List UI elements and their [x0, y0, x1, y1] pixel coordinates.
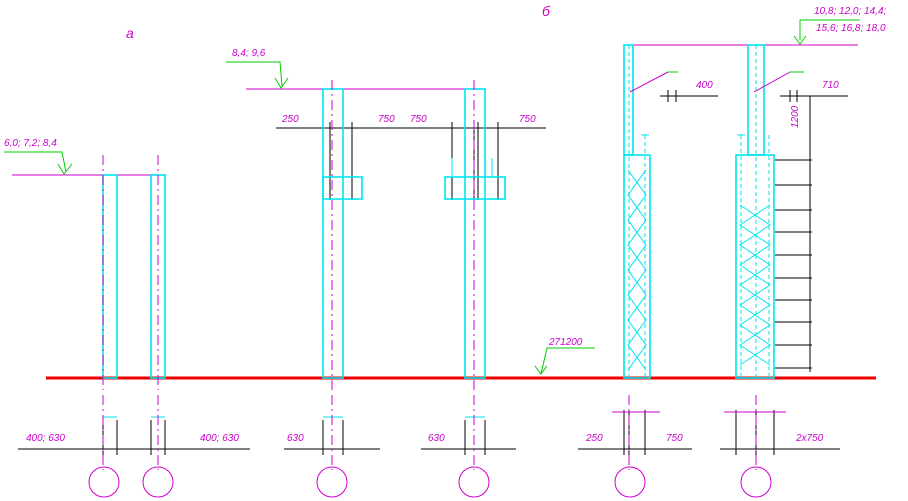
- foot-400-630-left: 400; 630: [26, 433, 65, 444]
- column-a1: [102, 155, 118, 390]
- dim-250-top: 250: [281, 114, 299, 125]
- column-b1: [623, 44, 669, 379]
- dim-750-c: 750: [519, 114, 536, 125]
- foot-630-b: 630: [428, 433, 445, 444]
- column-mid-2: [444, 80, 506, 390]
- level-b-line2: 15,6; 16,8; 18,0: [816, 23, 886, 34]
- ground-level-marker: 271200: [534, 337, 595, 375]
- dim-b1-top: 400: [660, 71, 718, 102]
- footing-dims-a: 400; 630 400; 630: [18, 395, 250, 498]
- dim-400-top: 400: [696, 80, 713, 91]
- foot-400-630-right: 400; 630: [200, 433, 239, 444]
- column-mid-1: [322, 80, 363, 390]
- footing-dims-b: 250 750 2х750: [578, 395, 840, 498]
- level-b-line1: 10,8; 12,0; 14,4;: [814, 6, 887, 17]
- dim-750-a: 750: [378, 114, 395, 125]
- level-marker-mid: 8,4; 9,6: [226, 48, 289, 89]
- dim-710: 710: [822, 80, 839, 91]
- level-marker-b: 10,8; 12,0; 14,4; 15,6; 16,8; 18,0: [793, 6, 887, 45]
- dim-750-b: 750: [410, 114, 427, 125]
- foot-630-a: 630: [287, 433, 304, 444]
- dim-b2-side: 710 1200: [775, 71, 848, 372]
- dim-1200: 1200: [790, 105, 801, 128]
- column-b2: [735, 44, 791, 379]
- foot-2x750: 2х750: [795, 433, 824, 444]
- section-b-label: б: [542, 3, 551, 19]
- foot-250: 250: [585, 433, 603, 444]
- footing-dims-mid: 630 630: [284, 395, 516, 498]
- level-marker-a: 6,0; 7,2; 8,4: [4, 138, 73, 175]
- level-mid-value: 8,4; 9,6: [232, 48, 266, 59]
- ground-level-value: 271200: [548, 337, 583, 348]
- section-a-label: а: [126, 25, 134, 41]
- level-a-value: 6,0; 7,2; 8,4: [4, 138, 57, 149]
- foot-750: 750: [666, 433, 683, 444]
- column-a2: [150, 155, 166, 390]
